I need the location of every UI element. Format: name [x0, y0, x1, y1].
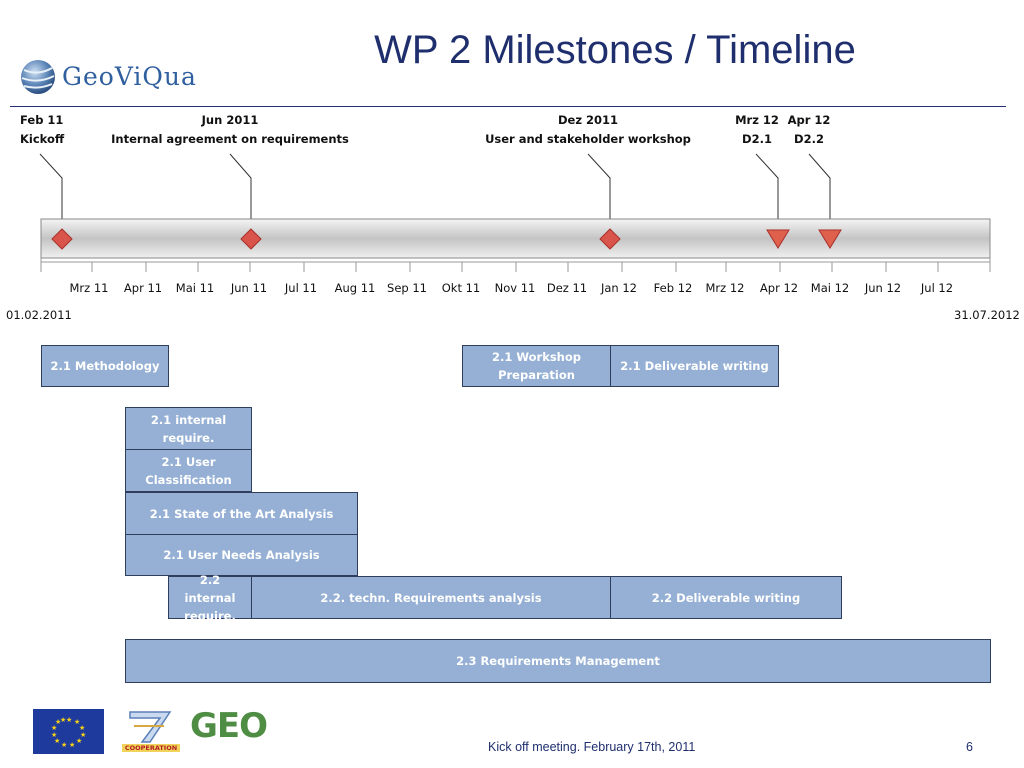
milestone-date: Apr 12: [787, 113, 831, 127]
month-label: Mai 11: [175, 281, 215, 295]
svg-text:★: ★: [80, 731, 86, 739]
leader-line-workshop: [587, 153, 611, 232]
milestone-desc: D2.2: [794, 132, 824, 146]
geoviqua-logo: [16, 56, 62, 102]
month-label: Jun 11: [230, 281, 268, 295]
fp7-cooperation-label: COOPERATION: [122, 744, 180, 752]
svg-text:★: ★: [74, 718, 80, 726]
month-label: Sep 11: [387, 281, 427, 295]
svg-text:★: ★: [54, 737, 60, 745]
svg-text:★: ★: [60, 716, 66, 724]
leader-line-d21: [755, 153, 779, 232]
leader-line-d22: [808, 153, 831, 232]
task-bar-state-of-the-art: 2.1 State of the Art Analysis: [125, 492, 358, 535]
page-title: WP 2 Milestones / Timeline: [374, 28, 856, 72]
fp7-logo-icon: [129, 711, 172, 743]
milestone-marker-workshop: [599, 228, 621, 250]
month-label: Mrz 11: [69, 281, 109, 295]
leader-line-kickoff: [39, 153, 63, 232]
milestone-marker-d21: [766, 229, 790, 249]
milestone-marker-internal-agreement: [240, 228, 262, 250]
svg-text:★: ★: [79, 724, 85, 732]
month-label: Dez 11: [546, 281, 588, 295]
svg-text:★: ★: [66, 716, 72, 724]
month-label: Mai 12: [810, 281, 850, 295]
svg-text:★: ★: [51, 731, 57, 739]
milestone-desc: User and stakeholder workshop: [485, 132, 691, 146]
svg-text:★: ★: [69, 741, 75, 749]
task-bar-requirements-management: 2.3 Requirements Management: [125, 639, 991, 683]
page-number: 6: [966, 740, 973, 754]
milestone-date: Dez 2011: [557, 113, 619, 127]
month-label: Mrz 12: [705, 281, 745, 295]
month-label: Jun 12: [864, 281, 902, 295]
task-bar-user-classification: 2.1 User Classification: [125, 449, 252, 492]
task-bar-techn-requirements: 2.2. techn. Requirements analysis: [251, 576, 611, 619]
globe-icon: [21, 60, 55, 94]
task-bar-internal-require-22: 2.2 internal require.: [168, 573, 252, 623]
milestone-desc: Kickoff: [20, 132, 65, 146]
logo-text: GeoViQua: [62, 62, 197, 91]
milestone-marker-kickoff: [51, 228, 73, 250]
milestone-marker-d22: [818, 229, 842, 249]
geo-logo: GEO: [190, 706, 268, 746]
timeline-graphic: [39, 153, 991, 272]
milestone-label-kickoff: Feb 11 Kickoff: [20, 111, 64, 149]
task-bar-internal-require-21: 2.1 internal require.: [125, 407, 252, 450]
month-label: Jul 11: [284, 281, 318, 295]
task-bar-methodology: 2.1 Methodology: [41, 345, 169, 387]
timeline-start-date: 01.02.2011: [6, 308, 72, 322]
milestone-label-workshop: Dez 2011 User and stakeholder workshop: [478, 111, 698, 149]
svg-text:★: ★: [76, 737, 82, 745]
footer-text: Kick off meeting. February 17th, 2011: [488, 740, 696, 754]
task-bar-user-needs-analysis: 2.1 User Needs Analysis: [125, 534, 358, 576]
task-bar-deliverable-writing-21: 2.1 Deliverable writing: [610, 345, 779, 387]
timeline-end-date: 31.07.2012: [954, 308, 1020, 322]
milestone-date: Feb 11: [20, 113, 64, 127]
svg-text:★: ★: [51, 724, 57, 732]
month-label: Feb 12: [653, 281, 693, 295]
header-divider: [10, 106, 1006, 107]
task-bar-workshop-preparation: 2.1 Workshop Preparation: [462, 345, 611, 387]
month-label: Aug 11: [334, 281, 376, 295]
month-label: Jan 12: [600, 281, 638, 295]
svg-text:★: ★: [55, 718, 61, 726]
month-label: Apr 11: [123, 281, 163, 295]
milestone-label-d21: Mrz 12 D2.1: [732, 111, 782, 149]
svg-text:★: ★: [61, 741, 67, 749]
month-label: Jul 12: [920, 281, 954, 295]
month-label: Okt 11: [441, 281, 481, 295]
milestone-desc: Internal agreement on requirements: [111, 132, 349, 146]
month-label: Nov 11: [494, 281, 536, 295]
leader-line-internal-agreement: [229, 153, 252, 232]
milestone-label-d22: Apr 12 D2.2: [784, 111, 834, 149]
milestone-label-internal-agreement: Jun 2011 Internal agreement on requireme…: [110, 111, 350, 149]
milestone-date: Mrz 12: [735, 113, 779, 127]
month-label: Apr 12: [759, 281, 799, 295]
milestone-desc: D2.1: [742, 132, 772, 146]
milestone-date: Jun 2011: [201, 113, 259, 127]
eu-flag-icon: ★ ★ ★ ★ ★ ★ ★ ★ ★ ★ ★ ★: [33, 709, 104, 754]
month-ticks: [40, 258, 991, 272]
task-bar-deliverable-writing-22: 2.2 Deliverable writing: [610, 576, 842, 619]
timeline-bar: [40, 218, 991, 259]
